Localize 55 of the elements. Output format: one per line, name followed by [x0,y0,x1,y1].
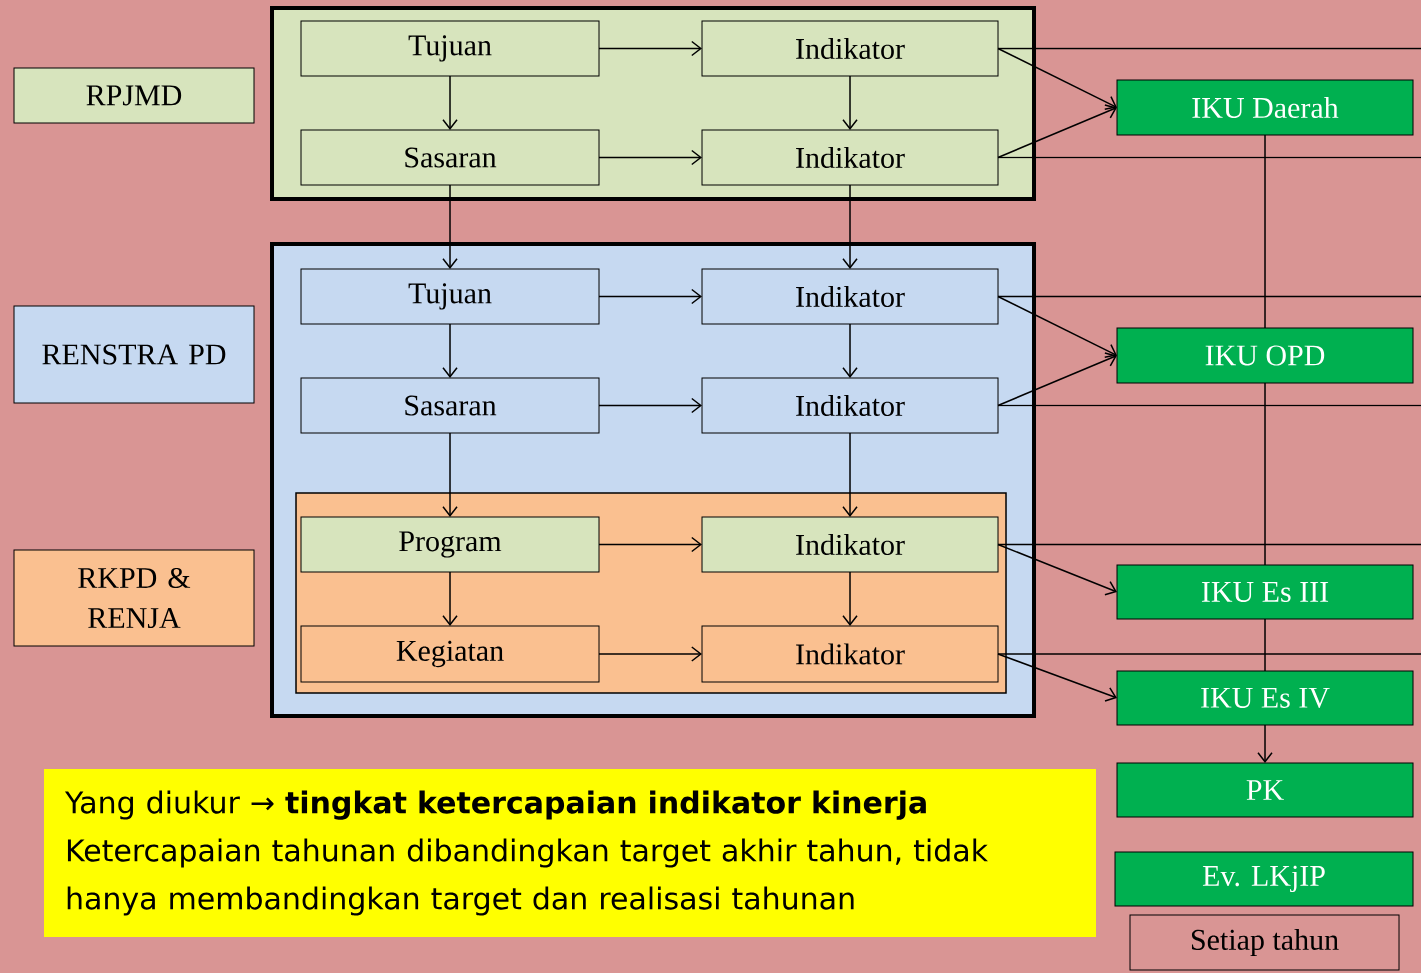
result-box: Ev. LKjIP [1114,851,1414,907]
arrow [442,432,458,517]
process-box: Program [300,516,600,573]
arrow [842,184,858,269]
note-box: Setiap tahun [1129,914,1400,971]
arrow [997,543,1117,596]
connector-line [997,543,1421,546]
arrow [598,646,702,662]
arrow [598,288,702,305]
result-box: IKU OPD [1116,327,1414,384]
process-box: Sasaran [300,129,600,186]
arrow [598,149,702,166]
arrow [442,184,458,269]
arrow [442,323,458,378]
connector-line [997,295,1421,298]
arrow [997,47,1117,110]
process-box: Indikator [701,516,999,573]
category-box: RPJMD [13,67,255,124]
category-box: RENSTRA PD [13,305,255,404]
arrow [442,571,458,626]
process-box: Tujuan [300,268,600,325]
arrow [997,295,1117,358]
connector-line [1264,382,1266,566]
arrow [1257,724,1273,763]
arrow [842,571,858,626]
process-box: Kegiatan [300,625,600,683]
result-box: IKU Es III [1116,564,1414,620]
arrow [442,75,458,130]
process-box: Sasaran [300,377,600,434]
highlight-box: Yang diukur → tingkat ketercapaian indikator kinerja Ketercapaian tahunan dibandingkan target akhir tahun, tidak hanya membandingkan target dan realisasi tahunan [44,769,1096,937]
connector-line [1264,618,1266,672]
process-box: Indikator [701,20,999,77]
connector-line [1264,134,1266,329]
arrow [842,323,858,378]
category-box: RKPD & RENJA [13,549,255,647]
connector-line [997,404,1421,407]
arrow [842,75,858,130]
process-box: Indikator [701,268,999,325]
process-box: Tujuan [300,20,600,77]
arrow [598,536,702,553]
result-box: IKU Daerah [1116,79,1414,136]
result-box: IKU Es IV [1116,670,1414,726]
arrow [997,653,1117,702]
connector-line [997,653,1421,655]
result-box: PK [1116,762,1414,818]
connector-line [997,156,1421,159]
process-box: Indikator [701,129,999,186]
connector-line [997,47,1421,50]
arrow [598,397,702,414]
arrow [598,40,702,57]
arrow [997,104,1117,159]
process-box: Indikator [701,377,999,434]
arrow [997,352,1117,407]
process-box: Indikator [701,625,999,683]
arrow [842,432,858,517]
